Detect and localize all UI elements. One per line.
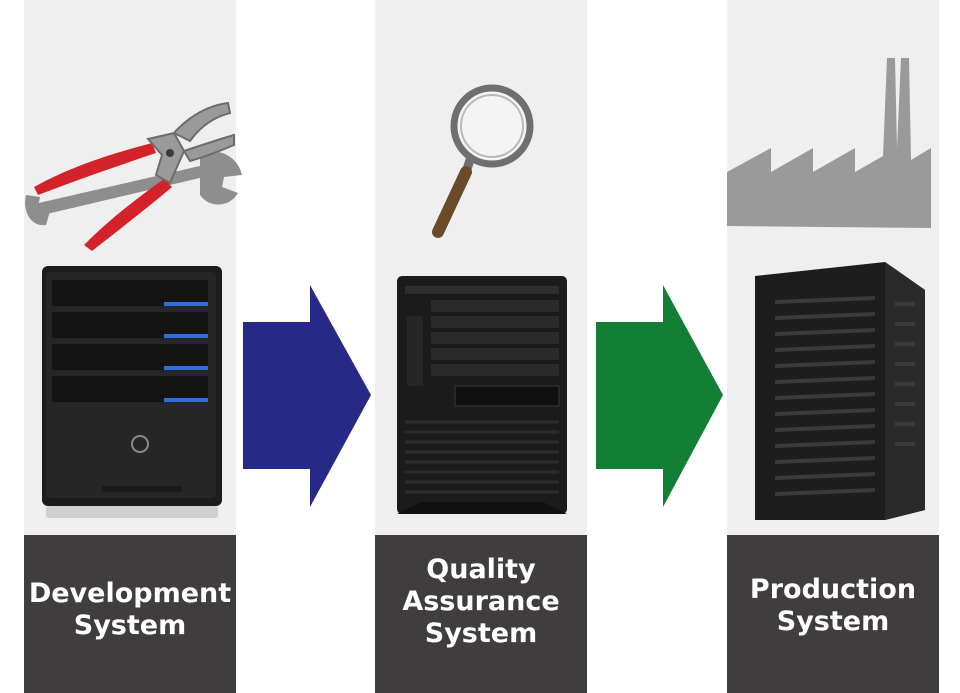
stage-label-quality-assurance: Quality Assurance System	[402, 554, 560, 649]
factory-icon	[727, 58, 931, 228]
arrow-qa-to-prod	[596, 285, 723, 507]
production-server	[755, 262, 925, 520]
development-server	[42, 266, 222, 518]
arrow-dev-to-qa	[243, 285, 371, 507]
qa-server	[397, 276, 567, 514]
tools-icon	[25, 101, 242, 251]
label-box-development: Development System	[24, 535, 236, 693]
magnifier-icon	[432, 84, 534, 238]
pliers-icon	[34, 101, 235, 251]
label-box-quality-assurance: Quality Assurance System	[375, 535, 587, 693]
stage-label-production: Production System	[749, 574, 917, 637]
stage-label-development: Development System	[28, 578, 232, 641]
label-box-production: Production System	[727, 535, 939, 693]
